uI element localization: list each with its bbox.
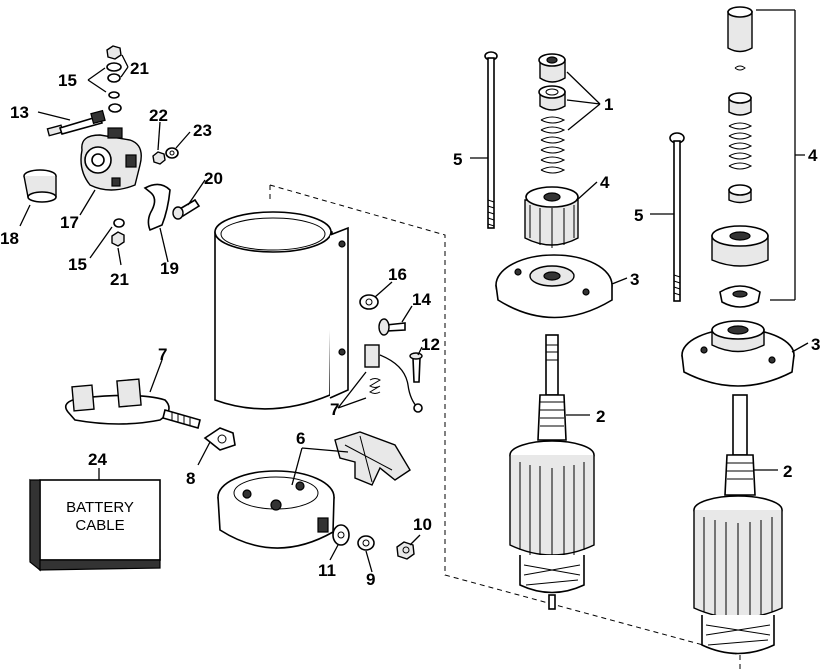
callout-labels: 1 2 2 3 3 4 4 5 5 6 7 7 8 9 10 11 12 13 … <box>0 59 820 589</box>
battery-cable-line2: CABLE <box>75 517 124 534</box>
callout-1: 1 <box>604 95 613 114</box>
callout-17: 17 <box>60 213 79 232</box>
washer-15-bottom <box>113 218 125 228</box>
assembly-dashed-outline <box>269 184 741 669</box>
solenoid-assembly <box>23 45 201 247</box>
callout-21-bottom: 21 <box>110 270 129 289</box>
thru-bolt-5-right <box>669 132 685 302</box>
callout-4-left: 4 <box>600 173 610 192</box>
nut-22 <box>152 151 166 165</box>
callout-13: 13 <box>10 103 29 122</box>
callout-15-top: 15 <box>58 71 77 90</box>
callout-9: 9 <box>366 570 375 589</box>
drive-assembly-4-right <box>711 6 769 308</box>
screw-20 <box>172 198 201 220</box>
callout-24: 24 <box>88 450 107 469</box>
strap-19 <box>143 183 171 232</box>
washer-11 <box>332 524 350 546</box>
armature-2-right <box>693 394 783 655</box>
callout-20: 20 <box>204 169 223 188</box>
callout-23: 23 <box>193 121 212 140</box>
drive-end-frame-3-left <box>495 254 613 319</box>
callout-14: 14 <box>412 290 431 309</box>
washer-9 <box>357 535 375 551</box>
callout-10: 10 <box>413 515 432 534</box>
solenoid-17 <box>80 127 142 191</box>
callout-22: 22 <box>149 106 168 125</box>
callout-11: 11 <box>318 561 336 580</box>
drive-gear-4-left <box>524 186 579 248</box>
nut-10 <box>396 541 415 560</box>
callout-3-left: 3 <box>630 270 639 289</box>
washer-23 <box>165 147 179 159</box>
screw-14 <box>378 318 406 336</box>
drive-end-frame-3-right <box>681 320 795 387</box>
callout-7-left: 7 <box>158 345 167 364</box>
brushes-7-right <box>364 344 423 413</box>
terminal-bolt-13 <box>46 103 122 137</box>
brush-plate-6 <box>334 431 411 486</box>
callout-8: 8 <box>186 469 195 488</box>
callout-5-right: 5 <box>634 206 643 225</box>
washer-16 <box>359 294 379 310</box>
armature-2-left <box>509 334 595 610</box>
leader-lines <box>19 9 809 573</box>
screw-12 <box>409 352 423 383</box>
battery-cable-box-24 <box>29 478 161 572</box>
callout-7-right: 7 <box>330 400 339 419</box>
callout-6: 6 <box>296 429 305 448</box>
battery-cable-line1: BATTERY <box>66 499 134 516</box>
thru-bolt-5-left <box>484 51 498 229</box>
callout-4-right: 4 <box>808 146 818 165</box>
end-cap <box>217 470 335 549</box>
callout-3-right: 3 <box>811 335 820 354</box>
field-frame <box>214 211 349 410</box>
stop-collar-1 <box>538 53 566 174</box>
brushes-7-left <box>64 378 201 429</box>
callout-16: 16 <box>388 265 407 284</box>
nut-21-top <box>106 45 122 99</box>
callout-21-top: 21 <box>130 59 149 78</box>
callout-19: 19 <box>160 259 179 278</box>
callout-15-bottom: 15 <box>68 255 87 274</box>
terminal-8 <box>203 427 236 451</box>
callout-5-left: 5 <box>453 150 462 169</box>
boot-18 <box>23 169 57 203</box>
callout-2-right: 2 <box>783 462 792 481</box>
callout-12: 12 <box>421 335 440 354</box>
callout-18: 18 <box>0 229 19 248</box>
callout-2-left: 2 <box>596 407 605 426</box>
nut-21-bottom <box>111 231 125 247</box>
